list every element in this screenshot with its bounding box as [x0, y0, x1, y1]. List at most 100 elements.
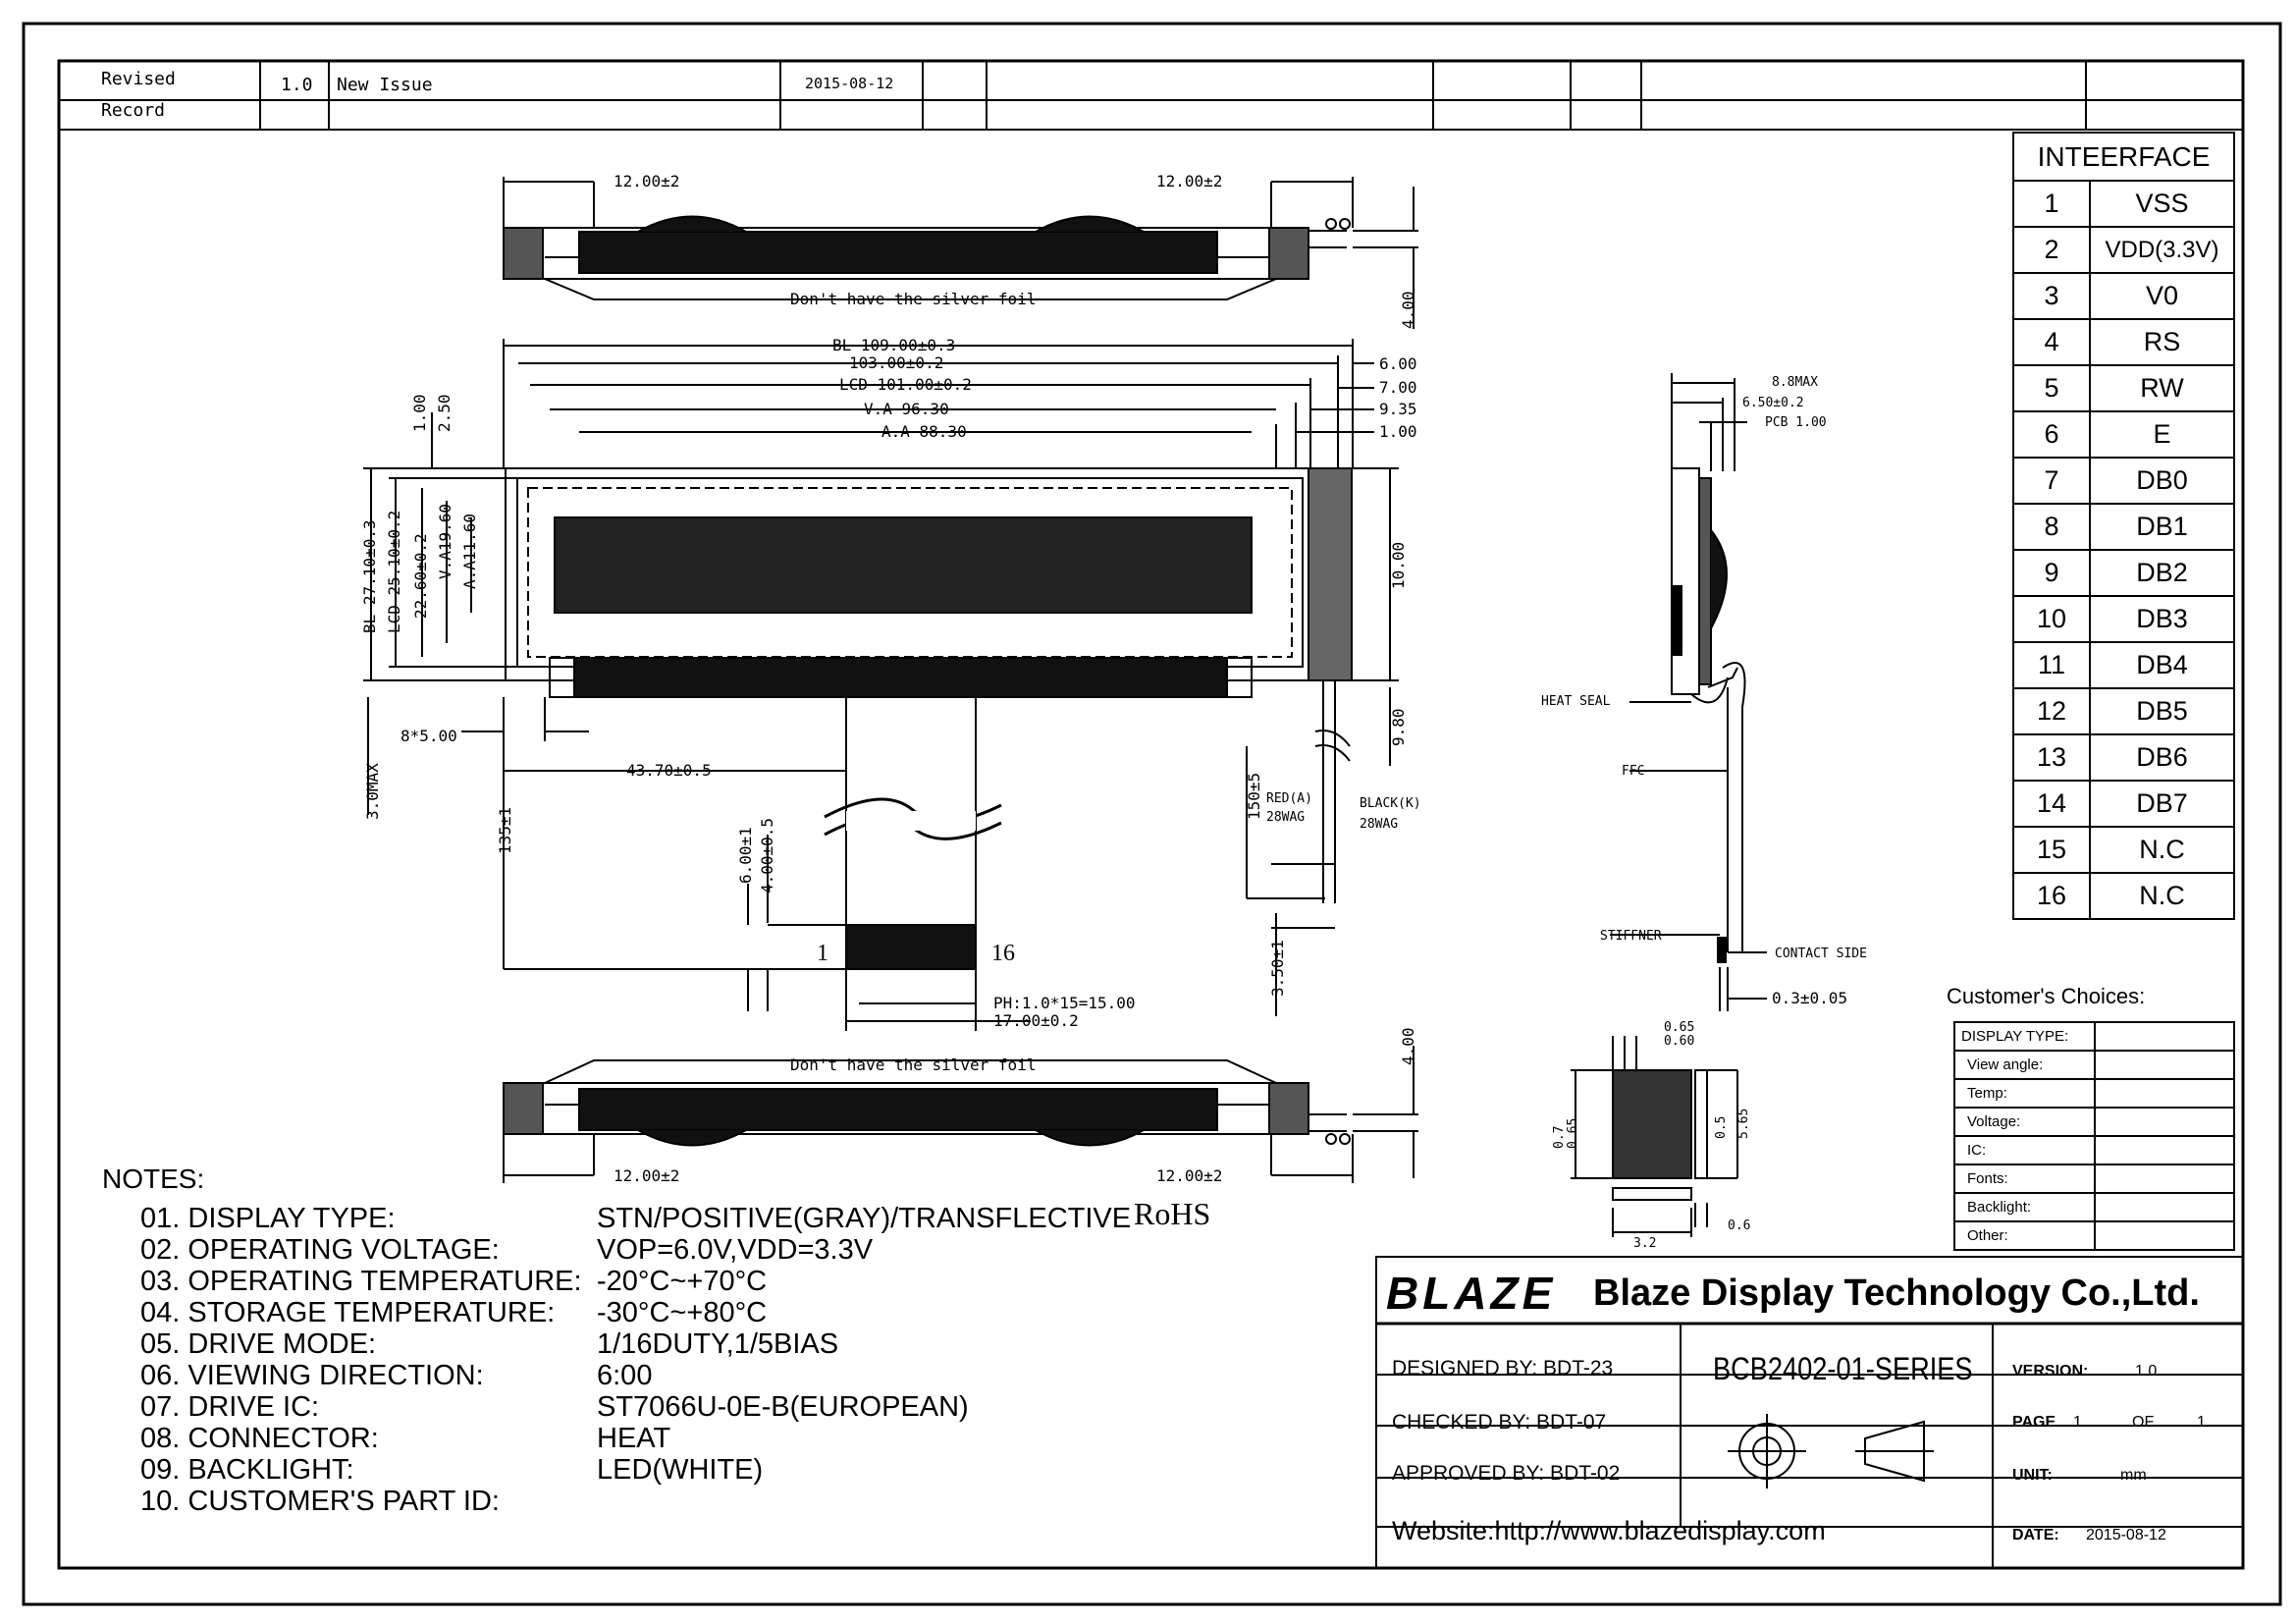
choice-label: Fonts:: [1953, 1164, 2096, 1194]
pin-number: 9: [2012, 549, 2091, 597]
choice-value: [2094, 1164, 2235, 1194]
interface-title: INTEERFACE: [2012, 132, 2235, 182]
note-value: ST7066U-0E-B(EUROPEAN): [597, 1391, 969, 1423]
note-label: 07. DRIVE IC:: [140, 1391, 320, 1423]
note-label: 04. STORAGE TEMPERATURE:: [140, 1297, 556, 1328]
dim-top-left-12: 12.00±2: [614, 172, 679, 190]
pin-name: DB5: [2089, 687, 2235, 735]
pin-number: 3: [2012, 272, 2091, 320]
checked-by: CHECKED BY: BDT-07: [1392, 1411, 1607, 1434]
choice-label: Voltage:: [1953, 1107, 2096, 1137]
label-stiffner: STIFFNER: [1600, 929, 1662, 944]
dim-side-pcb: PCB 1.00: [1765, 415, 1827, 430]
dim-aa-width: A.A 88.30: [881, 422, 967, 441]
dim-dot-32: 3.2: [1633, 1236, 1656, 1251]
dim-height-2260: 22.60±0.2: [411, 533, 430, 619]
label-heat-seal: HEAT SEAL: [1541, 694, 1611, 709]
rohs-mark: RoHS: [1134, 1196, 1211, 1231]
label-contact-side: CONTACT SIDE: [1775, 947, 1867, 961]
dim-height-35: 3.50±1: [1268, 940, 1287, 997]
notes-title: NOTES:: [102, 1164, 205, 1194]
dim-aa-height: A.A11.60: [460, 514, 479, 589]
pin-number: 2: [2012, 226, 2091, 274]
pin-name: DB2: [2089, 549, 2235, 597]
title-block-frame: [1375, 1256, 2244, 1569]
choice-row: Backlight:: [1953, 1192, 2235, 1222]
choice-row: Other:: [1953, 1220, 2235, 1251]
dim-left-1: 1.00: [410, 394, 429, 432]
pin-number: 14: [2012, 780, 2091, 828]
note-value: HEAT: [597, 1423, 671, 1454]
dim-height-4-bot: 4.00: [1399, 1027, 1417, 1065]
label-ffc: FFC: [1622, 764, 1644, 779]
dim-height-6: 6.00±1: [736, 827, 755, 884]
pin-number: 11: [2012, 641, 2091, 689]
pin-name: DB3: [2089, 595, 2235, 643]
choice-row: IC:: [1953, 1135, 2235, 1165]
pin-name: RW: [2089, 364, 2235, 412]
dim-bl-width: BL 109.00±0.3: [832, 336, 955, 354]
company-logo: BLAZE: [1386, 1268, 1557, 1319]
choice-value: [2094, 1192, 2235, 1222]
date-label: DATE:: [2012, 1527, 2059, 1543]
note-silver-foil-top: Don't have the silver foil: [790, 290, 1036, 308]
choice-value: [2094, 1220, 2235, 1251]
choice-label: Other:: [1953, 1220, 2096, 1251]
choice-row: Voltage:: [1953, 1107, 2235, 1137]
pin-name: DB1: [2089, 503, 2235, 551]
version-value: 1.0: [2135, 1363, 2158, 1380]
choice-value: [2094, 1135, 2235, 1165]
page-total: 1: [2197, 1414, 2206, 1431]
choice-label: Backlight:: [1953, 1192, 2096, 1222]
dim-right-935: 9.35: [1379, 400, 1417, 418]
choices-title: Customer's Choices:: [1947, 984, 2146, 1008]
pin-number: 16: [2012, 872, 2091, 920]
note-label: 06. VIEWING DIRECTION:: [140, 1360, 484, 1391]
revision-table: [59, 61, 2243, 131]
note-value: -30°C~+80°C: [597, 1297, 768, 1328]
dim-pitch-8x5: 8*5.00: [400, 727, 457, 745]
page-label: PAGE: [2012, 1414, 2056, 1431]
dim-height-135: 135±1: [496, 807, 514, 854]
dim-bot-left-12: 12.00±2: [614, 1166, 679, 1185]
pin-number: 8: [2012, 503, 2091, 551]
choice-row: DISPLAY TYPE:: [1953, 1021, 2235, 1052]
dim-3max: 3.0MAX: [363, 763, 382, 820]
note-label: 03. OPERATING TEMPERATURE:: [140, 1266, 582, 1297]
choice-value: [2094, 1078, 2235, 1109]
pin-name: N.C: [2089, 872, 2235, 920]
pin-name: VDD(3.3V): [2089, 226, 2235, 274]
dim-va-height: V.A19.60: [436, 504, 454, 579]
choices-table: DISPLAY TYPE:View angle:Temp:Voltage:IC:…: [1953, 1021, 2235, 1251]
choice-row: Temp:: [1953, 1078, 2235, 1109]
dim-width-17: 17.00±0.2: [993, 1011, 1079, 1030]
inner-frame: [57, 59, 2245, 1570]
dim-height-98: 9.80: [1389, 708, 1408, 746]
dim-height-4: 4.00±0.5: [758, 818, 776, 893]
dim-top-right-12: 12.00±2: [1156, 172, 1222, 190]
choice-label: IC:: [1953, 1135, 2096, 1165]
revision-label-2: Record: [101, 100, 166, 121]
part-number: BCB2402-01-SERIES: [1713, 1351, 1973, 1386]
choice-label: Temp:: [1953, 1078, 2096, 1109]
pin-number: 10: [2012, 595, 2091, 643]
dim-dot-05: 0.5: [1714, 1116, 1729, 1139]
dim-lcd-height: LCD 25.10±0.2: [385, 511, 403, 633]
pin-number: 12: [2012, 687, 2091, 735]
dim-dot-065: 0.65: [1664, 1020, 1694, 1035]
wire-red-awg: 28WAG: [1266, 810, 1305, 825]
note-value: 6:00: [597, 1360, 653, 1391]
dim-height-150: 150±5: [1245, 773, 1263, 820]
note-label: 02. OPERATING VOLTAGE:: [140, 1234, 500, 1266]
choice-row: View angle:: [1953, 1050, 2235, 1080]
